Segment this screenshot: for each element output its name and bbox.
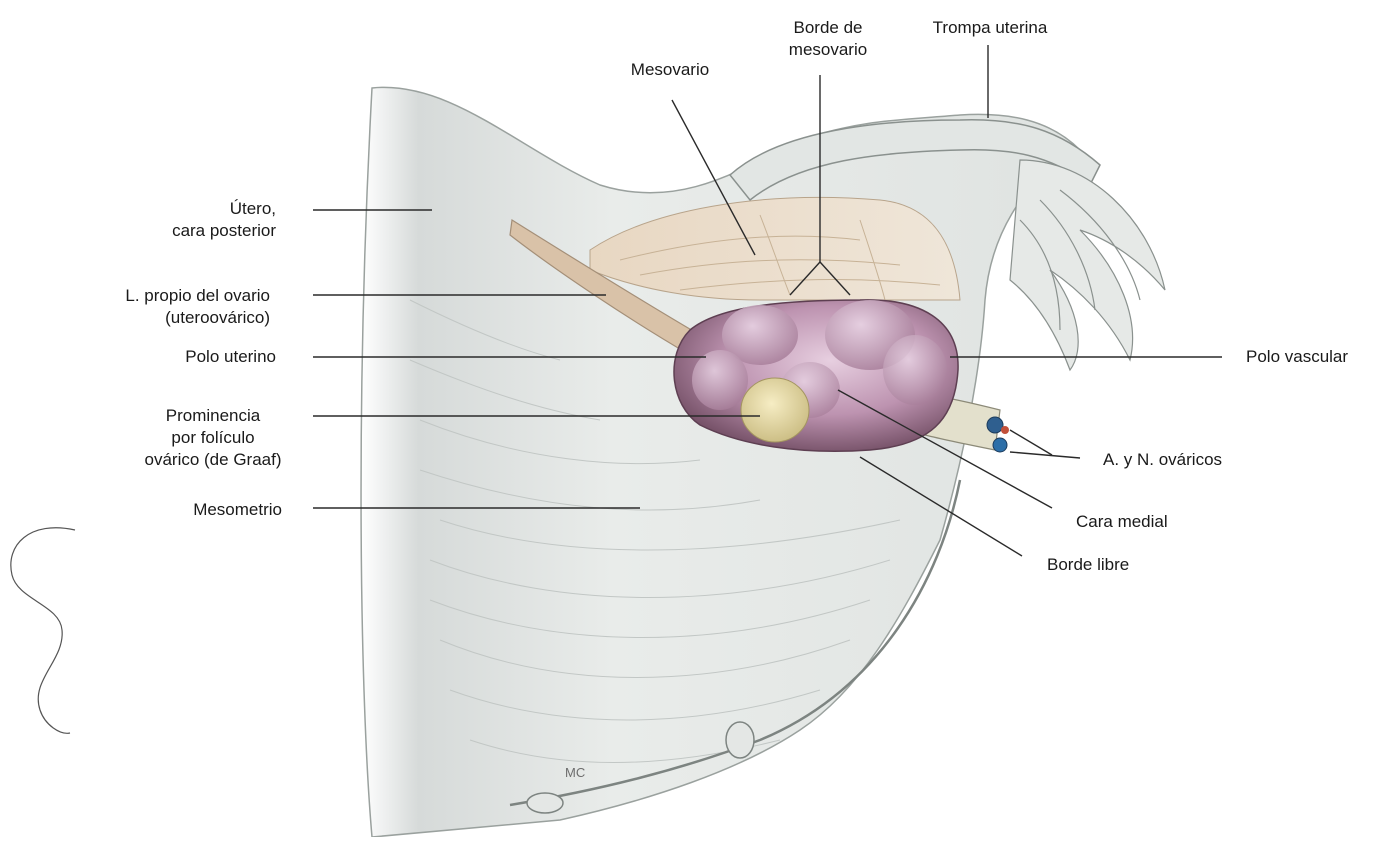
label-ligamento: L. propio del ovario (uteroovárico) <box>60 285 270 329</box>
ovarian-vein-icon <box>992 437 1008 453</box>
label-trompa: Trompa uterina <box>932 18 1048 37</box>
artist-signature: MC <box>565 765 586 780</box>
uterine-tube <box>728 119 1101 202</box>
broad-ligament-edge <box>509 479 962 807</box>
ovary-lobe <box>692 350 748 410</box>
label-ligamento-line2: (uteroovárico) <box>165 308 270 327</box>
label-borde-mesovario-line1: Borde de <box>793 18 863 37</box>
label-borde-mesovario: Borde de mesovario <box>760 17 896 61</box>
label-vasos: A. y N. ováricos <box>1103 450 1223 469</box>
label-utero-line2: cara posterior <box>172 221 276 240</box>
mesovarium <box>589 196 961 301</box>
label-prominencia: Prominencia por folículo ovárico (de Gra… <box>100 405 326 471</box>
ovarian-vein-icon <box>986 416 1004 434</box>
label-polo-uterino: Polo uterino <box>185 347 276 366</box>
label-prominencia-line3: ovárico (de Graaf) <box>144 450 282 469</box>
label-cara-medial: Cara medial <box>1076 512 1168 531</box>
decorative-curve <box>10 527 76 734</box>
label-utero-line1: Útero, <box>229 199 276 218</box>
label-ligamento-line1: L. propio del ovario <box>125 286 270 305</box>
label-prominencia-line2: por folículo <box>171 428 255 447</box>
label-mesovario: Mesovario <box>630 60 710 79</box>
label-prominencia-line1: Prominencia <box>165 406 261 425</box>
ovary-lobe <box>883 335 947 405</box>
ovary-lobe <box>722 305 798 365</box>
ovarian-artery-icon <box>1001 426 1009 434</box>
leader-lines <box>313 45 1222 557</box>
tube-fimbriae <box>1009 159 1166 372</box>
graafian-follicle <box>740 377 810 443</box>
label-polo-vascular: Polo vascular <box>1246 347 1349 366</box>
mesovarium-vessels <box>619 214 941 301</box>
label-borde-libre: Borde libre <box>1047 555 1130 574</box>
label-borde-mesovario-line2: mesovario <box>788 40 868 59</box>
label-utero: Útero, cara posterior <box>100 198 276 242</box>
uterus-posterior-surface <box>360 86 1082 838</box>
lymph-node <box>725 721 755 759</box>
lymph-node <box>526 792 564 814</box>
label-mesometrio: Mesometrio <box>193 500 282 519</box>
